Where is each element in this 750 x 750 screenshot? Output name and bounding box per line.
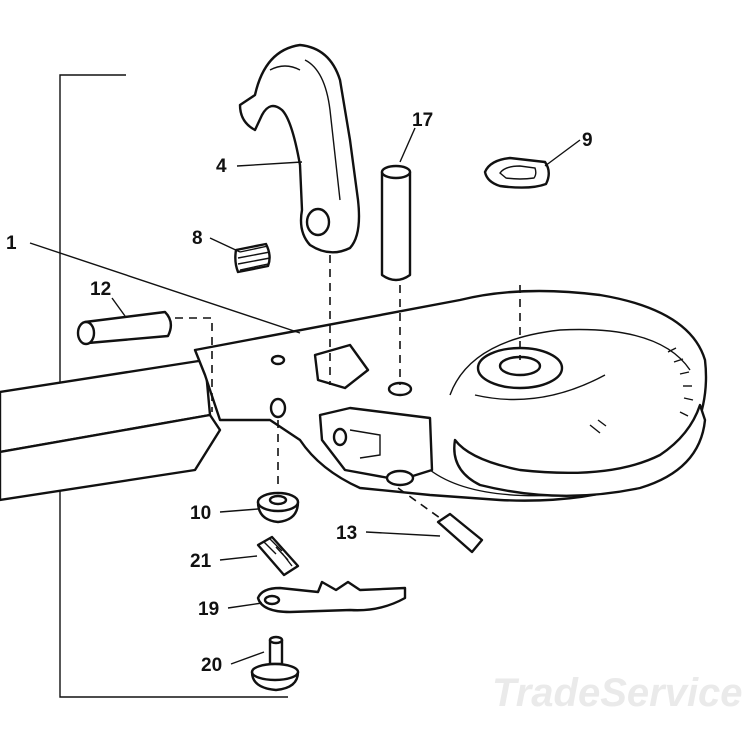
part-13-pin (436, 512, 484, 554)
part-17-pin (380, 164, 412, 282)
label-part-1: 1 (6, 233, 17, 254)
part-12-pin (76, 310, 173, 346)
part-8-spring (234, 242, 271, 274)
leader-lines (29, 127, 581, 665)
label-part-19: 19 (198, 599, 219, 620)
part-9-clip (483, 156, 550, 189)
part-21-spring (256, 535, 300, 577)
watermark: TradeService (492, 671, 743, 715)
part-10-bushing (256, 491, 300, 524)
label-part-10: 10 (190, 503, 211, 524)
label-part-13: 13 (336, 523, 357, 544)
assembly-axis-lines (175, 255, 521, 519)
part-4-hook (238, 43, 361, 254)
part-1-frame (0, 289, 708, 502)
part-20-screw (250, 635, 300, 692)
label-part-8: 8 (192, 228, 203, 249)
label-part-17: 17 (412, 110, 433, 131)
label-part-20: 20 (201, 655, 222, 676)
part-19-plate (256, 580, 407, 614)
label-part-21: 21 (190, 551, 212, 572)
label-part-4: 4 (216, 156, 227, 177)
label-part-12: 12 (90, 279, 111, 300)
label-part-9: 9 (582, 130, 593, 151)
